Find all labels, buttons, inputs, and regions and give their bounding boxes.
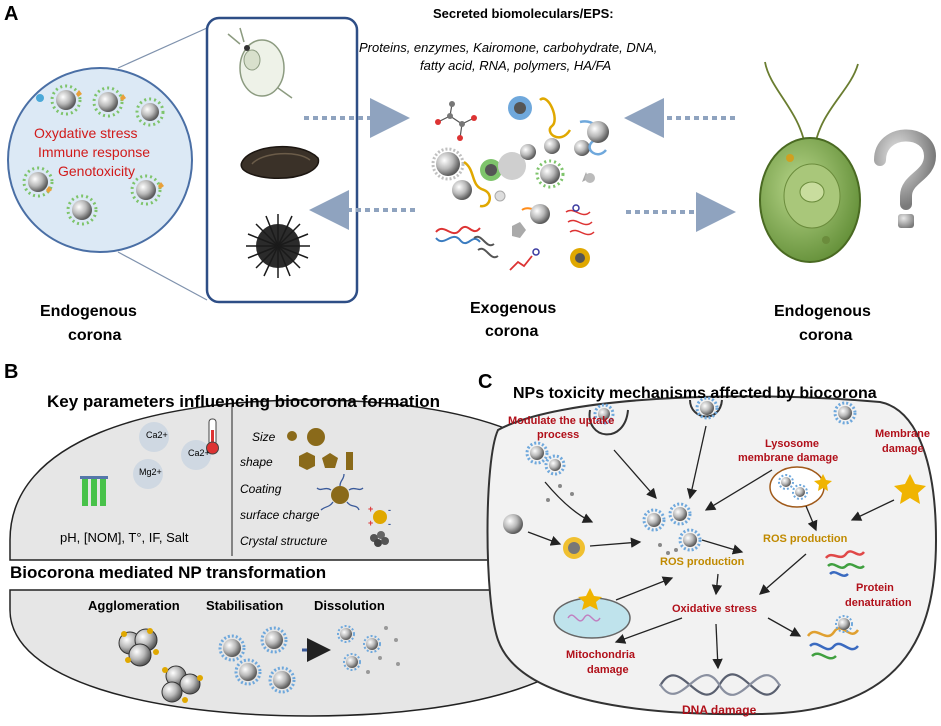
size-small-shape [287,431,297,441]
thermometer-icon [206,418,219,455]
svg-text:-: - [388,519,391,529]
svg-text:-: - [388,505,391,515]
cell-arrows [527,425,895,670]
alga-illustration [759,61,861,263]
uptake-label-line2: process [537,429,580,441]
lysosome-damage-star [814,474,832,491]
panel-label-c: C [478,371,493,393]
effect-oxydative-stress: Oxydative stress [34,125,138,141]
panel-label-b: B [4,361,19,383]
protein-label-line1: Protein [856,582,894,594]
left-endogenous-corona-line1: Endogenous [40,303,137,320]
membrane-label-line2: damage [882,443,924,455]
protein-label-line2: denaturation [845,597,912,609]
mitochondria-label-line2: damage [587,664,629,676]
right-endogenous-corona-line2: corona [799,327,853,344]
right-endogenous-corona-line1: Endogenous [774,303,871,320]
sea-urchin-illustration [246,214,310,278]
ion-bubble [181,440,211,470]
ros-production-right: ROS production [763,533,848,545]
question-mark-illustration [874,129,937,228]
transformation-stabilisation: Stabilisation [206,598,284,613]
shape-hexagon [299,452,315,470]
coating-icon [316,473,364,511]
dna-helix-illustration [659,673,781,696]
panel-b-title: Key parameters influencing biocorona for… [47,392,440,411]
transformation-agglomeration: Agglomeration [88,598,180,613]
stabilised-nanoparticles [218,626,296,694]
protein-illustration-2 [806,615,860,660]
protein-illustration-1 [825,550,865,577]
param-shape: shape [240,455,273,469]
crystal-structure-icon [370,531,389,547]
panel-c-title: NPs toxicity mechanisms affected by bioc… [513,385,877,402]
membrane-damage-star [894,474,926,504]
lysosome-label-line2: membrane damage [738,452,839,464]
vesicle-core [568,542,580,554]
effect-immune-response: Immune response [38,144,151,160]
mussel-illustration [240,145,320,179]
dna-damage-label: DNA damage [682,703,757,717]
param-surface-charge: surface charge [240,508,320,522]
ion-bubble [139,422,169,452]
transformation-title: Biocorona mediated NP transformation [10,563,327,582]
left-circle-nanoparticles [22,84,165,226]
param-size: Size [252,430,276,444]
param-coating: Coating [240,482,282,496]
cell-nanoparticles [525,396,857,555]
dissolution-nanoparticles [337,625,400,674]
transformation-dissolution: Dissolution [314,598,385,613]
external-nanoparticle [503,514,523,534]
ion-bubble [133,459,163,489]
ion-label-ca-2: Ca2+ [188,448,210,458]
agglomeration-cluster-2 [161,665,203,703]
connector-bottom [117,251,208,301]
mitochondria-label-line1: Mitochondria [566,649,636,661]
secreted-line-2: fatty acid, RNA, polymers, HA/FA [420,58,612,73]
environment-parameters: pH, [NOM], T°, IF, Salt [60,530,189,545]
panel-label-a: A [4,3,19,25]
ros-production-center: ROS production [660,556,745,568]
secreted-line-1: Proteins, enzymes, Kairomone, carbohydra… [359,40,658,55]
effect-genotoxicity: Genotoxicity [58,163,136,179]
oxidative-stress-label: Oxidative stress [672,603,757,615]
agglomeration-cluster-1 [118,628,159,667]
ion-label-mg: Mg2+ [139,467,162,477]
membrane-label-line1: Membrane [875,428,931,440]
mitochondria-damage-star [578,588,602,610]
test-tubes-icon [80,476,108,506]
connector-top [117,27,208,69]
svg-text:+: + [368,504,373,514]
membrane-invagination-2 [588,409,629,436]
effects-circle [7,67,193,253]
ion-label-ca-1: Ca2+ [146,430,168,440]
daphnia-illustration [227,27,293,99]
left-endogenous-corona-line2: corona [68,327,122,344]
lysosome [769,466,825,508]
lysosome-label-line1: Lysosome [765,438,820,450]
biomolecule-cluster [431,96,609,271]
secreted-title: Secreted biomoleculars/EPS: [433,6,614,21]
uptake-label-line1: Modulate the uptake [508,415,615,427]
svg-text:+: + [368,518,373,528]
exogenous-corona-line1: Exogenous [470,300,557,317]
exogenous-corona-line2: corona [485,323,539,340]
surface-charge-icon: + + - - [368,504,391,529]
shape-pentagon-b [322,453,338,468]
param-crystal-structure: Crystal structure [240,534,328,548]
size-large-shape [307,428,325,446]
membrane-invagination-1 [689,399,723,418]
shape-rod [346,452,353,470]
